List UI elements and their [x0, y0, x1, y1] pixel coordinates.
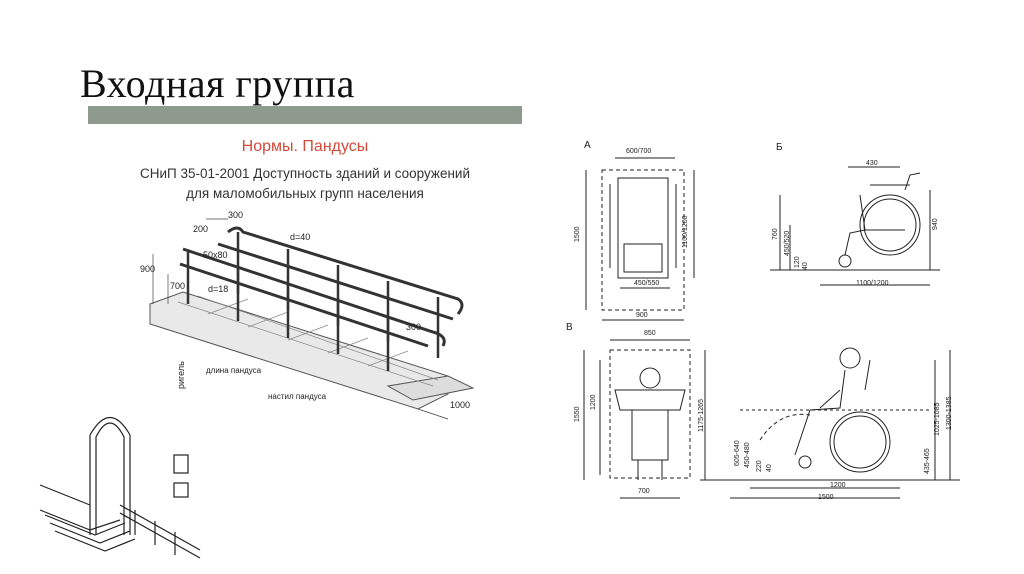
label-ramp-length: длина пандуса	[206, 366, 262, 375]
b-dim-40: 40	[802, 262, 809, 270]
v-dim-top: 850	[644, 330, 656, 337]
g-dim-40: 40	[766, 464, 773, 472]
b-dim-bottom: 1100/1200	[856, 280, 889, 287]
g-dim-1300: 1300-1385	[946, 396, 953, 430]
dim-d18: d=18	[208, 284, 229, 294]
handrails	[179, 226, 464, 348]
dim-300-top: 300	[228, 210, 244, 220]
g-dim-605: 605-640	[734, 440, 741, 466]
drawing-g-person-side-view	[700, 347, 960, 499]
ramp-slab	[149, 291, 449, 410]
g-dim-1500: 1500	[818, 494, 834, 501]
entrance-arch-sketch	[39, 417, 201, 559]
label-v: В	[566, 322, 573, 333]
ramp-norms-panel: Нормы. Пандусы СНиП 35-01-2001 Доступнос…	[88, 124, 522, 426]
ramp-panel-heading: Нормы. Пандусы	[241, 138, 369, 155]
drawing-b-side-view	[770, 166, 940, 286]
dim-50x80: 50х80	[203, 250, 228, 260]
dim-d40: d=40	[290, 232, 311, 242]
a-dim-right: 1100/1200	[682, 215, 689, 248]
g-dim-1200: 1200	[830, 482, 846, 489]
dimension-lines	[152, 218, 449, 420]
g-dim-1025: 1025-1085	[934, 402, 941, 436]
label-rigel: ригель	[176, 361, 186, 389]
b-dim-760: 760	[772, 228, 779, 240]
dim-700: 700	[170, 281, 186, 291]
a-dim-left: 1500	[574, 226, 581, 242]
b-dim-top: 430	[866, 160, 878, 167]
a-dim-inner: 450/550	[634, 280, 660, 287]
label-ramp-floor: настил пандуса	[268, 392, 327, 401]
title-accent-bar	[88, 106, 522, 124]
label-b: Б	[776, 142, 783, 153]
b-dim-940: 940	[932, 218, 939, 230]
b-dim-450: 450/520	[784, 230, 791, 256]
label-a: А	[584, 140, 591, 151]
handrail-posts	[186, 232, 440, 371]
v-dim-1550: 1550	[574, 406, 581, 422]
g-dim-435: 435-465	[924, 448, 931, 474]
g-dim-220: 220	[756, 460, 763, 472]
slide-title: Входная группа	[80, 61, 355, 106]
a-dim-top: 600/700	[626, 148, 652, 155]
v-dim-bottom: 700	[638, 488, 650, 495]
ramp-drawing	[149, 218, 475, 420]
b-dim-120: 120	[794, 256, 801, 268]
a-dim-bottom: 900	[636, 312, 648, 319]
g-dim-450: 450-480	[744, 442, 751, 468]
dim-200: 200	[193, 224, 209, 234]
dim-300-right: 300	[406, 322, 422, 332]
v-dim-1200: 1200	[590, 394, 597, 410]
ramp-panel-subheading-1: СНиП 35-01-2001 Доступность зданий и соо…	[139, 166, 471, 181]
g-dim-1175: 1175-1265	[698, 399, 705, 432]
drawing-v-front-view	[583, 339, 691, 499]
dim-1000: 1000	[450, 400, 471, 410]
drawing-a-top-view	[585, 157, 695, 321]
ramp-landing	[386, 375, 475, 401]
wheelchair-dimensions-panel: А 600/700 1500 1100/1200 450/550 900 Б	[560, 130, 1000, 510]
dim-900: 900	[140, 264, 156, 274]
ramp-panel-subheading-2: для маломобильных групп населения	[186, 186, 424, 201]
